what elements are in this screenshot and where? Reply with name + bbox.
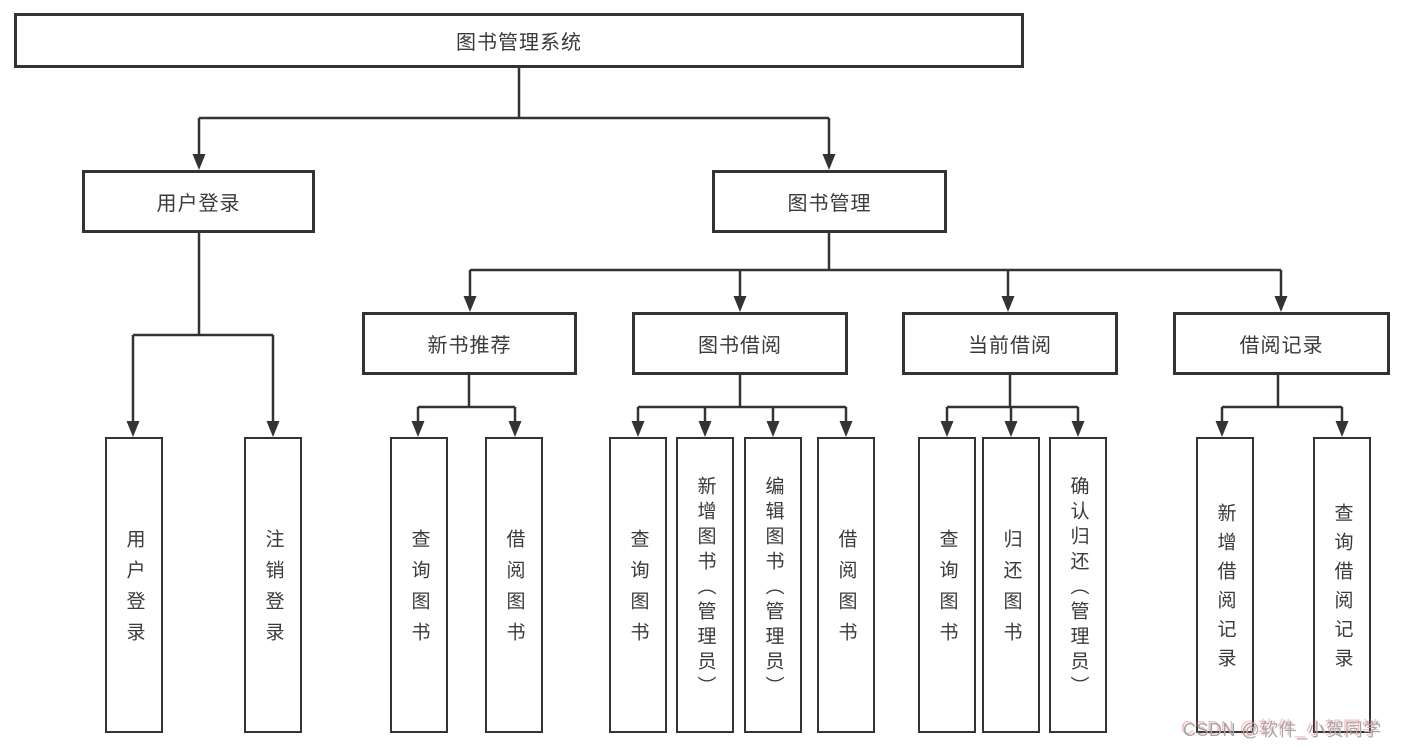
leaf-return-books-label: 归还图书 xyxy=(1000,529,1022,653)
node-book-borrow-label: 图书借阅 xyxy=(698,335,782,357)
node-book-management-label: 图书管理 xyxy=(787,193,872,215)
node-new-book-recommend: 新书推荐 xyxy=(362,312,577,375)
node-borrow-records-label: 借阅记录 xyxy=(1239,335,1324,357)
leaf-user-login: 用户登录 xyxy=(105,437,163,733)
leaf-add-borrow-record: 新增借阅记录 xyxy=(1196,437,1254,733)
leaf-add-book-admin-label: 新增图书（管理员） xyxy=(694,475,716,701)
leaf-query-books-current-label: 查询图书 xyxy=(936,529,958,653)
leaf-confirm-return-admin-label: 确认归还（管理员） xyxy=(1067,475,1089,701)
watermark: CSDN @软件_小贺同学 xyxy=(1183,720,1382,740)
leaf-add-book-admin: 新增图书（管理员） xyxy=(676,437,734,733)
leaf-query-borrow-record-label: 查询借阅记录 xyxy=(1331,503,1353,677)
node-user-login: 用户登录 xyxy=(82,170,315,233)
leaf-query-borrow-record: 查询借阅记录 xyxy=(1313,437,1371,733)
leaf-borrow-books-recommend-label: 借阅图书 xyxy=(503,529,525,653)
leaf-borrow-books: 借阅图书 xyxy=(817,437,875,733)
node-current-borrow: 当前借阅 xyxy=(902,312,1118,375)
connector-path xyxy=(131,68,1344,433)
node-user-login-label: 用户登录 xyxy=(156,193,241,215)
leaf-edit-book-admin: 编辑图书（管理员） xyxy=(744,437,802,733)
leaf-borrow-books-recommend: 借阅图书 xyxy=(485,437,543,733)
leaf-query-books-borrow: 查询图书 xyxy=(609,437,667,733)
node-book-borrow: 图书借阅 xyxy=(632,312,848,375)
leaf-logout-label: 注销登录 xyxy=(262,529,284,653)
node-root: 图书管理系统 xyxy=(14,13,1024,68)
leaf-borrow-books-label: 借阅图书 xyxy=(835,529,857,653)
leaf-query-books-recommend-label: 查询图书 xyxy=(408,529,430,653)
leaf-query-books-recommend: 查询图书 xyxy=(390,437,448,733)
node-current-borrow-label: 当前借阅 xyxy=(968,335,1052,357)
leaf-user-login-label: 用户登录 xyxy=(123,529,145,653)
leaf-edit-book-admin-label: 编辑图书（管理员） xyxy=(762,475,784,701)
node-root-label: 图书管理系统 xyxy=(456,32,582,54)
node-book-management: 图书管理 xyxy=(712,170,947,233)
leaf-add-borrow-record-label: 新增借阅记录 xyxy=(1214,503,1236,677)
leaf-return-books: 归还图书 xyxy=(982,437,1040,733)
node-borrow-records: 借阅记录 xyxy=(1173,312,1390,375)
leaf-logout: 注销登录 xyxy=(244,437,302,733)
leaf-query-books-borrow-label: 查询图书 xyxy=(627,529,649,653)
leaf-confirm-return-admin: 确认归还（管理员） xyxy=(1049,437,1107,733)
node-new-book-recommend-label: 新书推荐 xyxy=(427,335,512,357)
leaf-query-books-current: 查询图书 xyxy=(918,437,976,733)
